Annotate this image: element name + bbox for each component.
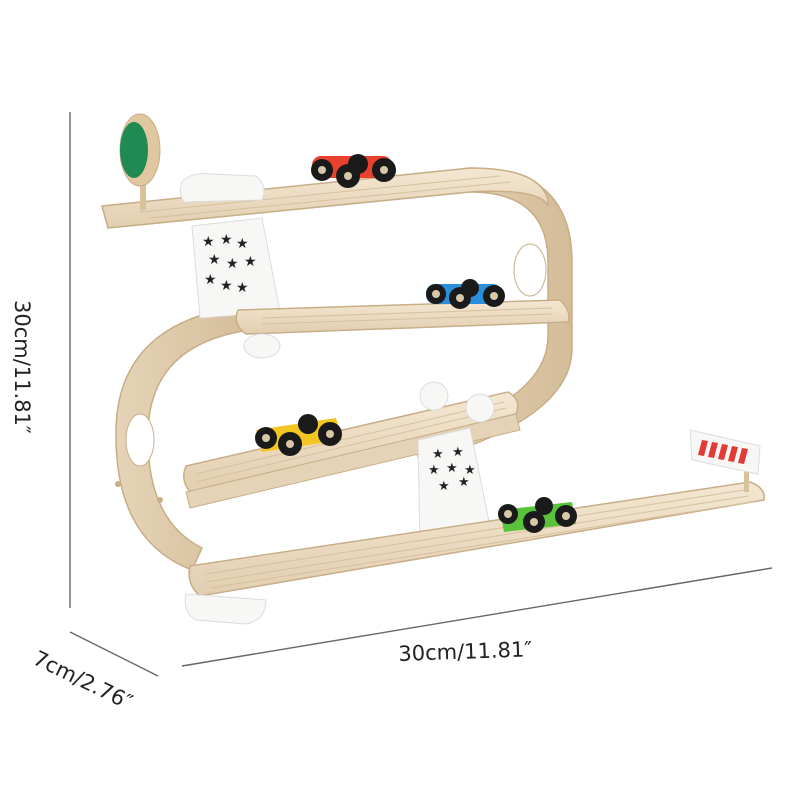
- star-icons: ★★★ ★★★ ★★★: [202, 232, 257, 296]
- green-toy-car: [498, 497, 577, 533]
- level-3-white-peg-b: [465, 393, 495, 423]
- yellow-toy-car: [255, 414, 342, 456]
- track-level-2: [235, 299, 570, 335]
- level-3-white-peg-a: [419, 381, 449, 411]
- svg-text:★: ★: [458, 475, 470, 490]
- finish-barrier-sign: [689, 429, 761, 492]
- left-wall-hole: [125, 413, 155, 467]
- track-level-1: [101, 167, 549, 229]
- svg-text:★: ★: [244, 254, 257, 270]
- top-white-bumper: [179, 173, 265, 203]
- svg-text:★: ★: [438, 479, 450, 494]
- red-toy-car: [311, 154, 396, 188]
- height-dimension-label: 30cm/11.81″: [10, 300, 34, 434]
- top-star-support: ★★★ ★★★ ★★★: [191, 217, 281, 319]
- svg-text:★: ★: [432, 447, 444, 462]
- svg-text:★: ★: [236, 236, 249, 252]
- svg-text:★: ★: [220, 278, 233, 294]
- bottom-white-foot: [184, 593, 267, 625]
- level-2-white-peg: [243, 333, 281, 359]
- svg-text:★: ★: [236, 280, 249, 296]
- star-icons-middle: ★★ ★★★ ★★: [428, 445, 476, 494]
- blue-toy-car: [426, 279, 505, 309]
- right-wall-hole: [513, 243, 547, 297]
- green-sign-face: [120, 122, 148, 178]
- depth-dimension-line: [69, 631, 159, 677]
- width-dimension-line: [181, 567, 773, 667]
- svg-text:★: ★: [220, 232, 233, 248]
- svg-text:★: ★: [428, 463, 440, 478]
- svg-text:★: ★: [452, 445, 464, 460]
- svg-text:★: ★: [226, 256, 239, 272]
- dimension-lines: [69, 112, 773, 677]
- svg-text:★: ★: [202, 234, 215, 250]
- middle-star-support: ★★ ★★★ ★★: [417, 427, 495, 549]
- track-level-4: [188, 481, 765, 597]
- sign-post: [119, 113, 161, 210]
- width-dimension-label: 30cm/11.81″: [398, 637, 533, 666]
- svg-text:★: ★: [464, 463, 476, 478]
- svg-text:★: ★: [446, 461, 458, 476]
- svg-text:★: ★: [204, 272, 217, 288]
- svg-text:★: ★: [208, 252, 221, 268]
